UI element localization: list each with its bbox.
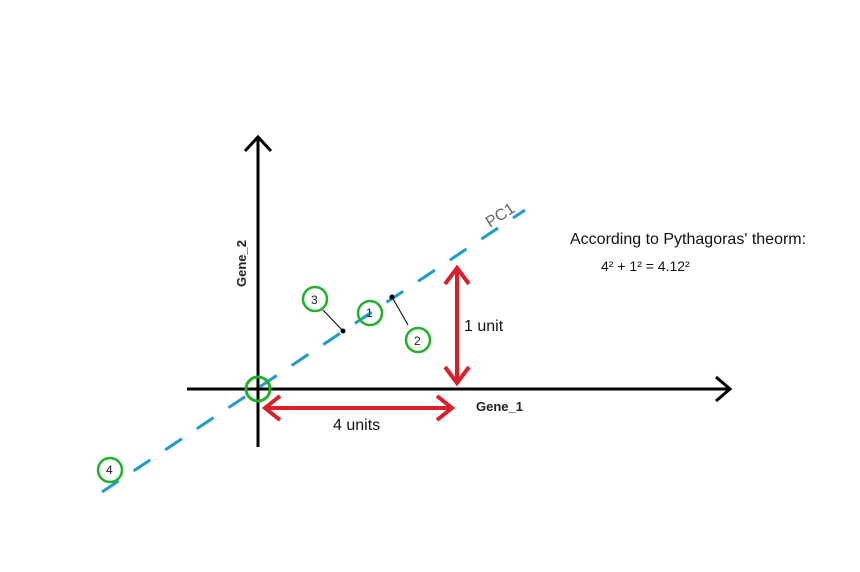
data-point-2-label: 2 [414, 334, 421, 348]
x-axis-label: Gene_1 [476, 399, 523, 414]
data-point-1-label: 1 [366, 306, 373, 320]
data-point-1: 1 [356, 299, 384, 327]
projection-point-2 [389, 294, 395, 300]
data-point-2: 2 [404, 326, 432, 354]
y-axis-label: Gene_2 [234, 240, 249, 287]
pythagoras-note: According to Pythagoras' theorm: [570, 231, 806, 248]
vertical-arrowhead-bottom [443, 365, 471, 387]
projection-line-2 [391, 296, 409, 326]
projection-point-3 [340, 328, 346, 334]
horizontal-measure-label: 4 units [333, 417, 380, 434]
data-point-3-label: 3 [311, 293, 318, 307]
data-point-3: 3 [301, 285, 329, 313]
horizontal-arrowhead-left [261, 394, 282, 422]
horizontal-arrowhead-right [435, 394, 456, 422]
vertical-measure-label: 1 unit [464, 318, 504, 335]
pc1-line [101, 208, 526, 494]
pc1-label: PC1 [483, 200, 518, 231]
data-point-4-label: 4 [106, 463, 113, 477]
y-axis-arrowhead [243, 134, 273, 153]
pythagoras-equation: 4² + 1² = 4.12² [601, 258, 690, 274]
vertical-arrowhead-top [443, 264, 471, 286]
x-axis-arrowhead [715, 375, 733, 403]
data-point-4: 4 [96, 456, 124, 484]
projection-line-3 [322, 309, 344, 332]
origin-point [244, 375, 272, 403]
